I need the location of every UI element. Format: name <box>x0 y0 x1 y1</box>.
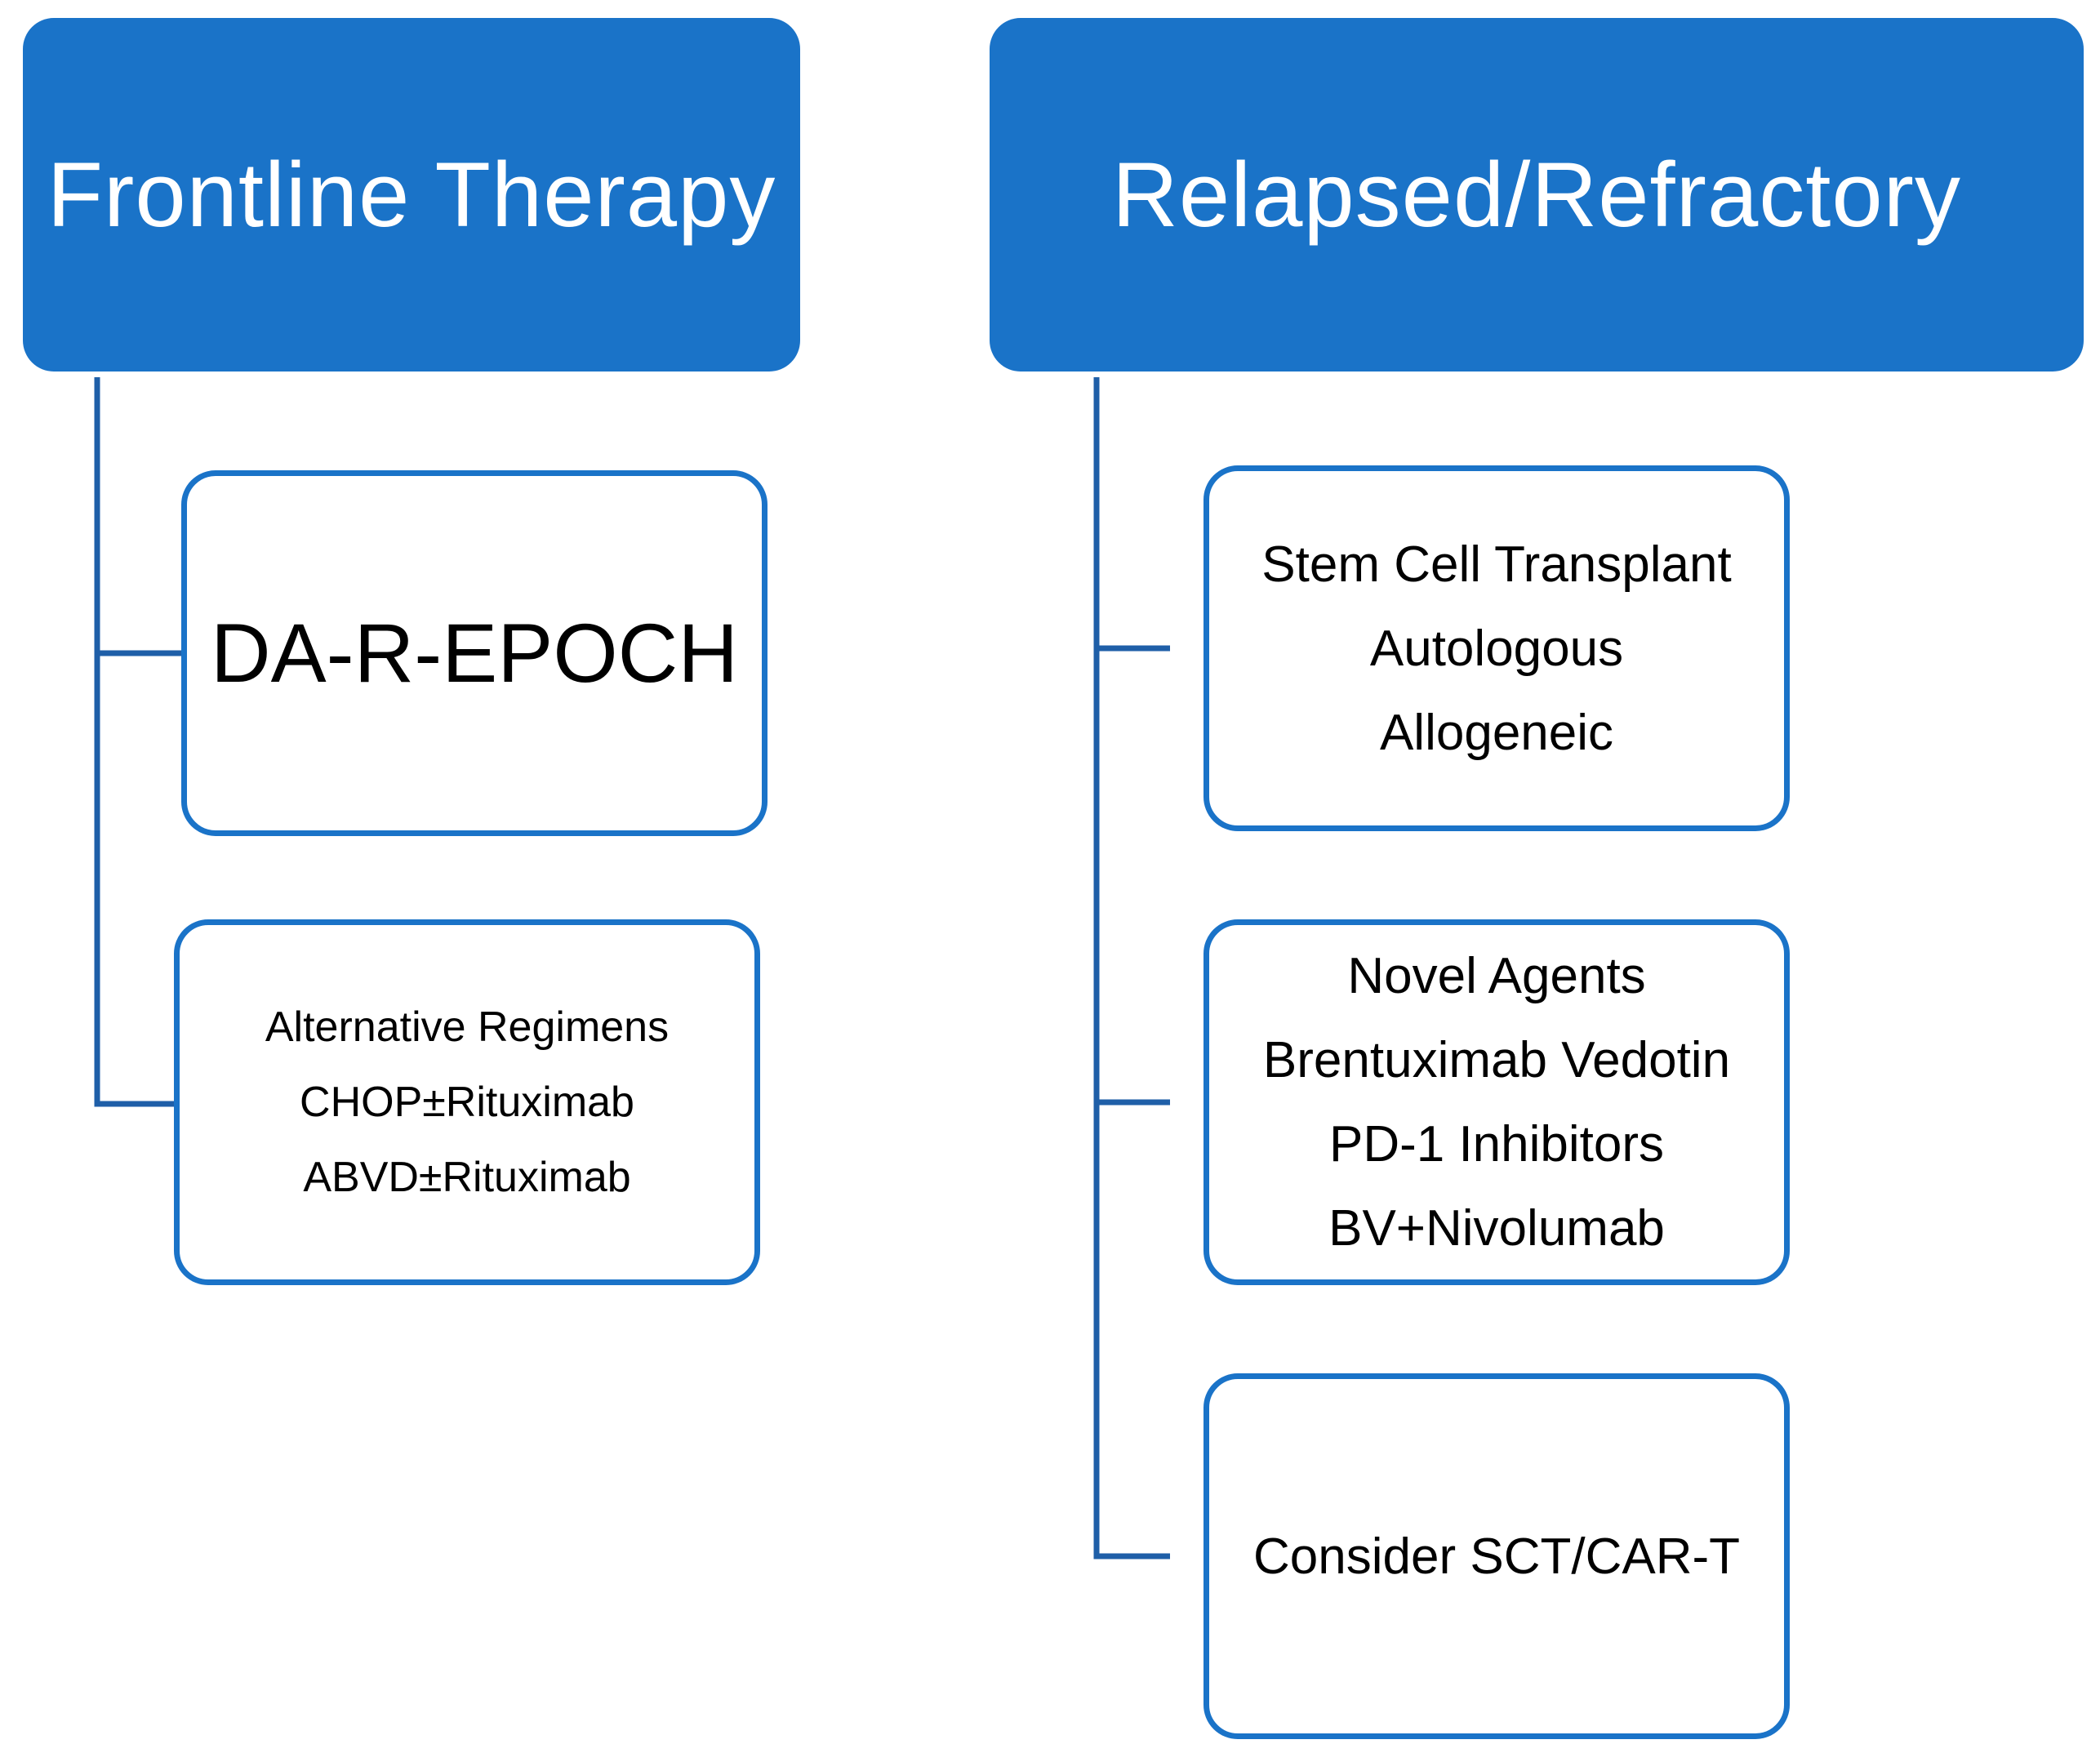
frontline-therapy-title: Frontline Therapy <box>47 144 776 246</box>
consider-sct-car-t-label: Consider SCT/CAR-T <box>1253 1528 1740 1585</box>
relapsed-refractory-header: Relapsed/Refractory <box>990 18 2084 372</box>
alternative-regimen-item: CHOP±Rituximab <box>300 1079 634 1126</box>
novel-agents-heading: Novel Agents <box>1347 948 1646 1004</box>
relapsed-refractory-title: Relapsed/Refractory <box>1112 144 1961 246</box>
frontline-therapy-header: Frontline Therapy <box>23 18 800 372</box>
stem-cell-transplant-heading: Stem Cell Transplant <box>1261 536 1732 593</box>
frontline-trunk-line <box>94 377 174 1107</box>
stem-cell-transplant-item: Allogeneic <box>1379 704 1614 761</box>
stem-cell-transplant-item: Autologous <box>1369 620 1624 677</box>
stem-cell-transplant-box: Stem Cell Transplant Autologous Allogene… <box>1203 465 1790 831</box>
alternative-regimens-heading: Alternative Regimens <box>265 1003 670 1051</box>
alternative-regimens-box: Alternative Regimens CHOP±Rituximab ABVD… <box>174 919 760 1285</box>
novel-agents-box: Novel Agents Brentuximab Vedotin PD-1 In… <box>1203 919 1790 1285</box>
da-r-epoch-label: DA-R-EPOCH <box>210 606 739 700</box>
novel-agent-item: Brentuximab Vedotin <box>1262 1032 1731 1088</box>
consider-sct-car-t-box: Consider SCT/CAR-T <box>1203 1373 1790 1739</box>
novel-agent-item: PD-1 Inhibitors <box>1328 1116 1665 1172</box>
novel-agent-item: BV+Nivolumab <box>1328 1200 1665 1257</box>
da-r-epoch-box: DA-R-EPOCH <box>181 470 767 836</box>
relapsed-trunk-line <box>1093 377 1170 1559</box>
alternative-regimen-item: ABVD±Rituximab <box>303 1154 631 1201</box>
